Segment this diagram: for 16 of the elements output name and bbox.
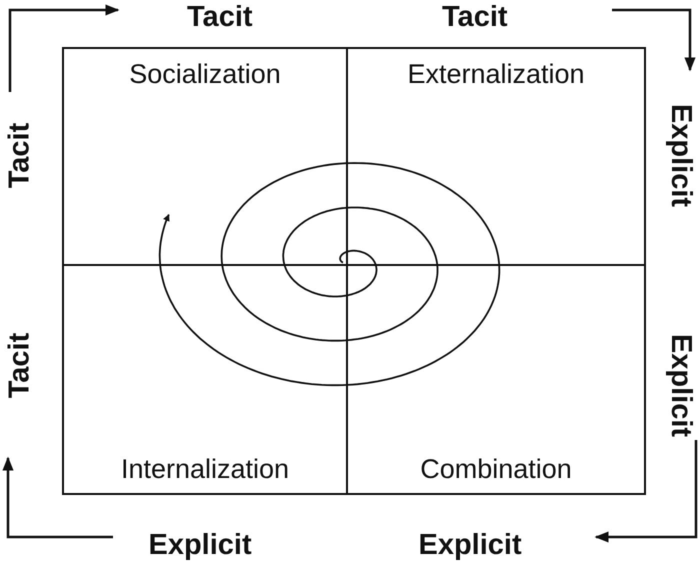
quadrant-box	[346, 264, 646, 495]
axis-label: Explicit	[664, 103, 697, 207]
quadrant-box	[62, 47, 348, 266]
axis-label: Tacit	[3, 122, 36, 188]
quadrant-title: Externalization	[407, 59, 585, 89]
quadrant-box	[346, 47, 646, 266]
quadrant-title: Socialization	[129, 59, 281, 89]
axis-label: Explicit	[148, 528, 252, 562]
quadrant-box	[62, 264, 348, 495]
axis-label: Tacit	[3, 332, 36, 398]
axis-label: Explicit	[418, 528, 522, 562]
axis-label: Explicit	[664, 333, 697, 437]
quadrant-title: Internalization	[120, 454, 290, 484]
axis-label: Tacit	[187, 0, 253, 34]
axis-label: Tacit	[442, 0, 508, 34]
quadrant-title: Combination	[420, 454, 572, 484]
